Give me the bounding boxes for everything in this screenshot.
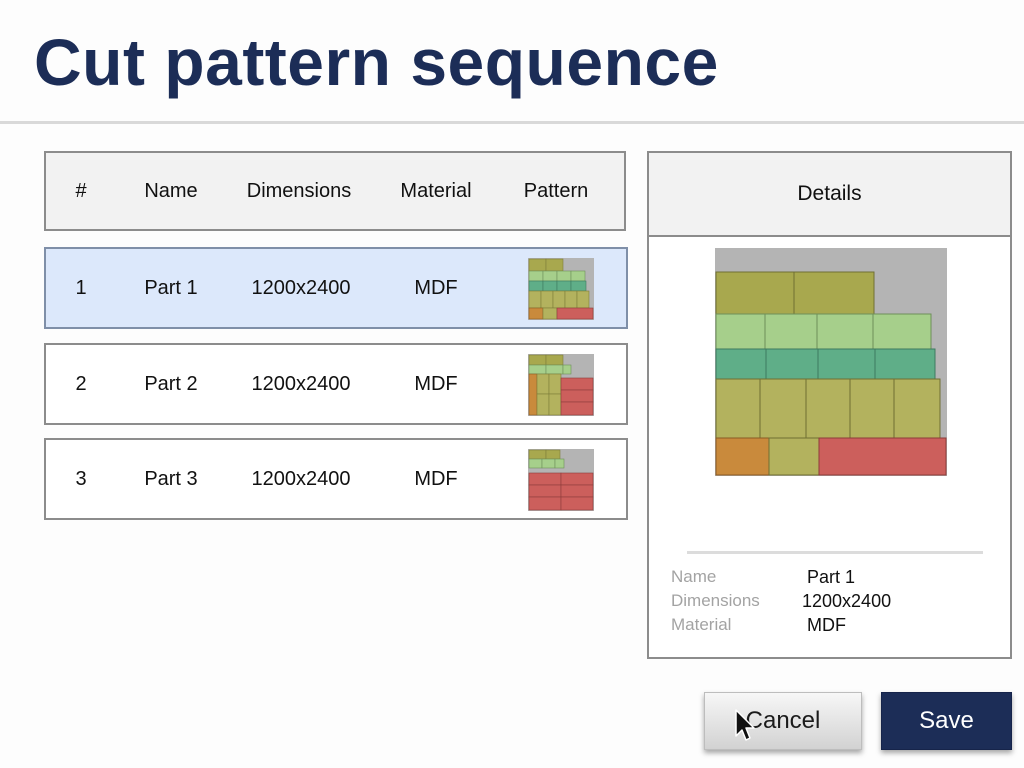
row-material: MDF [414,372,458,395]
cut-pattern-2-thumbnail-icon [528,354,594,416]
details-field-dimensions: Dimensions 1200x2400 [671,591,991,615]
column-header-pattern: Pattern [523,179,589,202]
title-divider [0,121,1024,124]
row-dimensions: 1200x2400 [251,372,351,395]
field-value: Part 1 [807,567,856,587]
details-field-name: Name Part 1 [671,567,991,591]
field-label: Name [671,567,717,586]
column-header-name: Name [144,179,198,202]
details-fields: Name Part 1 Dimensions 1200x2400 Materia… [671,567,991,639]
field-label: Material [671,615,732,634]
field-label: Dimensions [671,591,760,610]
table-row-part-3[interactable]: 3 Part 3 1200x2400 MDF [44,438,628,520]
cancel-button[interactable]: Cancel [704,692,862,750]
cut-pattern-3-thumbnail-icon [528,449,594,511]
details-panel: Details Name Part 1 Dimensions 1200x2400 [647,151,1012,659]
row-number: 2 [75,372,87,395]
row-number: 3 [75,467,87,490]
table-row-part-2[interactable]: 2 Part 2 1200x2400 MDF [44,343,628,425]
row-name: Part 3 [144,467,198,490]
mouse-pointer-icon [735,709,755,741]
details-divider [687,551,983,554]
table-header: # Name Dimensions Material Pattern [44,151,626,231]
field-value: 1200x2400 [802,591,892,611]
cut-pattern-1-preview-icon [715,248,947,476]
details-heading: Details [649,153,1010,237]
row-dimensions: 1200x2400 [251,467,351,490]
row-material: MDF [414,276,458,299]
cut-pattern-1-thumbnail-icon [528,258,594,320]
row-name: Part 1 [144,276,198,299]
column-header-dimensions: Dimensions [246,179,352,202]
save-button[interactable]: Save [881,692,1012,750]
row-name: Part 2 [144,372,198,395]
details-field-material: Material MDF [671,615,991,639]
page-title: Cut pattern sequence [34,25,719,99]
row-dimensions: 1200x2400 [251,276,351,299]
row-material: MDF [414,467,458,490]
column-header-material: Material [400,179,472,202]
field-value: MDF [807,615,846,635]
column-header-number: # [75,179,87,202]
row-number: 1 [75,276,87,299]
table-row-part-1[interactable]: 1 Part 1 1200x2400 MDF [44,247,628,329]
